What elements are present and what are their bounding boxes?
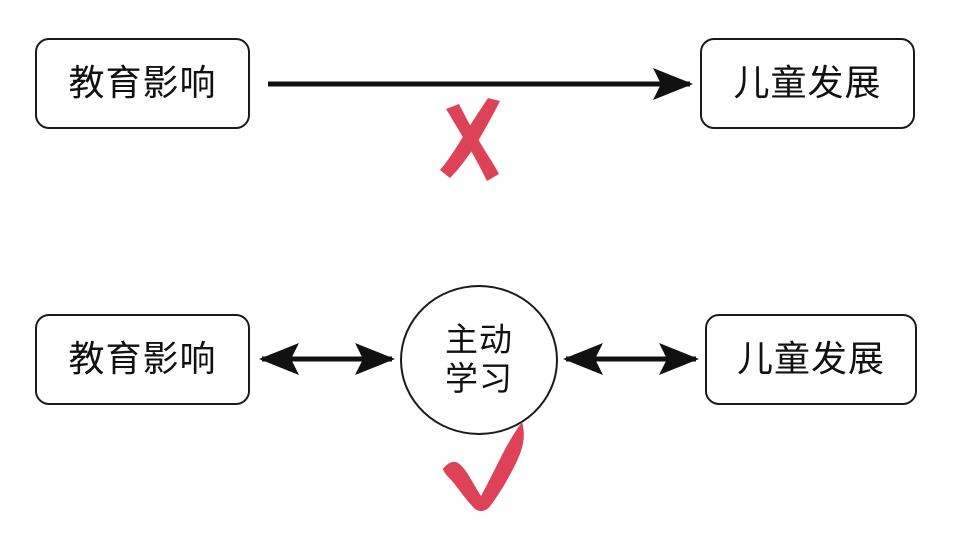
- node-label: 儿童发展: [736, 338, 885, 380]
- check-mark-icon: [443, 422, 524, 512]
- node-education-influence-top[interactable]: 教育影响: [35, 38, 250, 129]
- node-education-influence-bottom[interactable]: 教育影响: [35, 314, 250, 405]
- node-child-development-bottom[interactable]: 儿童发展: [705, 314, 917, 405]
- node-label: 教育影响: [68, 338, 217, 380]
- node-label-line-2: 学习: [445, 359, 513, 398]
- node-label: 教育影响: [68, 62, 217, 104]
- node-label: 儿童发展: [733, 62, 882, 104]
- node-active-learning-circle[interactable]: 主动 学习: [400, 285, 558, 435]
- node-label-line-1: 主动: [445, 320, 513, 360]
- node-child-development-top[interactable]: 儿童发展: [700, 38, 915, 129]
- cross-mark-icon: [440, 98, 500, 181]
